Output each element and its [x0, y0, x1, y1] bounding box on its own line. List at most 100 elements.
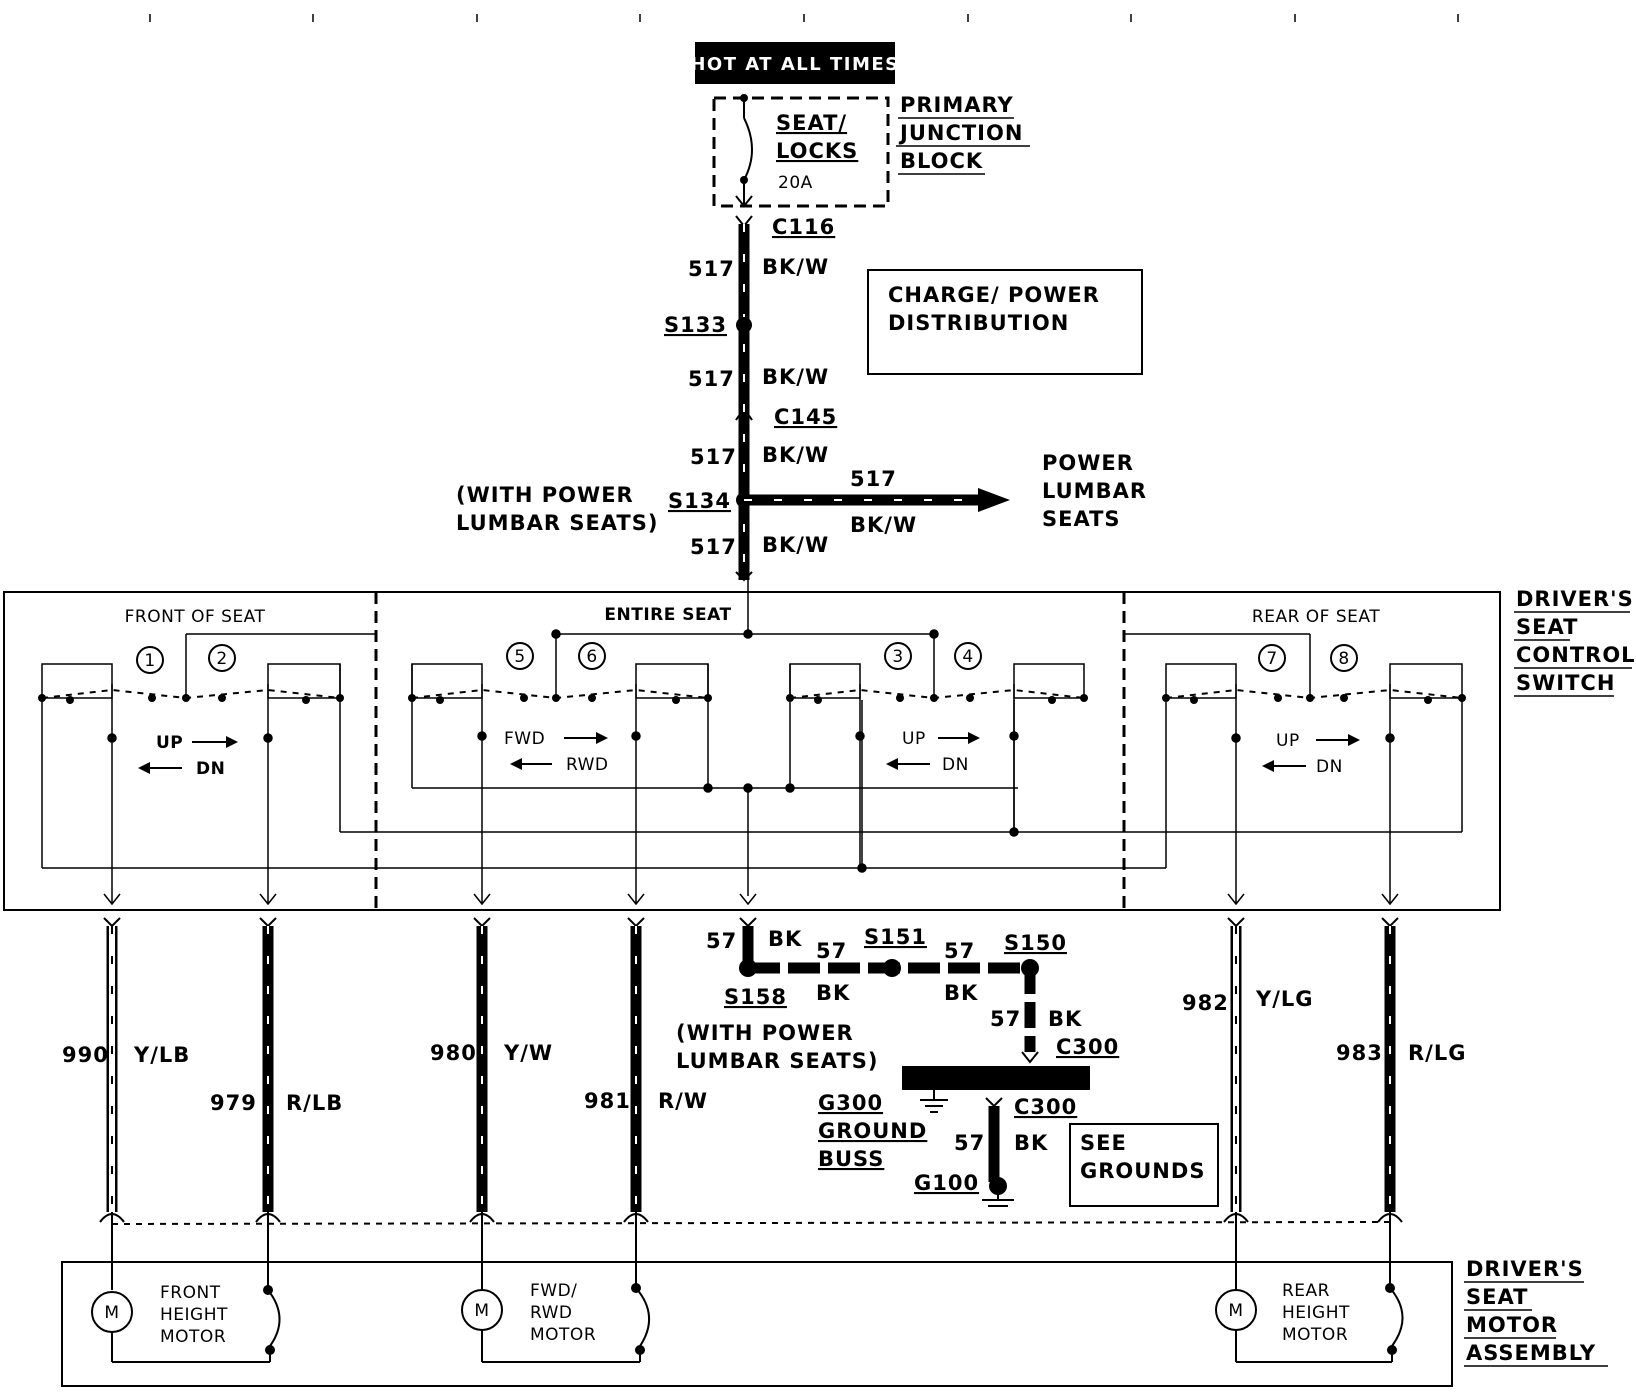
terminal-8: 8 [1338, 649, 1349, 669]
front-dn-label: DN [196, 759, 225, 779]
fwd-motor-line2: RWD [530, 1303, 573, 1323]
harness-wire-979 [259, 917, 277, 1212]
ground-color-bk-c: BK [944, 981, 978, 1005]
wire-982-color: Y/LG [1255, 987, 1314, 1011]
option-note-bottom-line2: LUMBAR SEATS) [676, 1049, 878, 1073]
ground-circuit-57-c: 57 [944, 939, 975, 963]
switch-contacts [38, 688, 1466, 704]
switch-label-line2: SEAT [1516, 615, 1578, 639]
front-motor-line1: FRONT [160, 1283, 221, 1303]
circuit-517-c: 517 [690, 445, 737, 469]
color-bkw-lumbar: BK/W [850, 513, 917, 537]
see-grounds-line1: SEE [1080, 1131, 1127, 1155]
wire-981-color: R/W [658, 1089, 708, 1113]
connector-c300-lower: C300 [1014, 1095, 1077, 1119]
circuit-517-lumbar: 517 [850, 467, 897, 491]
splice-s133-dot [736, 317, 752, 333]
color-bkw-c: BK/W [762, 443, 829, 467]
wire-983-color: R/LG [1408, 1041, 1466, 1065]
wire-980-circuit: 980 [430, 1041, 477, 1065]
connector-c300-upper: C300 [1056, 1035, 1119, 1059]
switch-label-line1: DRIVER'S [1516, 587, 1634, 611]
wire-979-color: R/LB [286, 1091, 343, 1115]
ground-g300-line3: BUSS [818, 1147, 884, 1171]
ground-circuit-57-d: 57 [990, 1007, 1021, 1031]
motor-assembly-line3: MOTOR [1466, 1313, 1558, 1337]
splice-s133: S133 [664, 313, 727, 337]
terminal-1: 1 [144, 651, 155, 671]
entire-fwd-label: FWD [504, 729, 545, 749]
lumbar-line2: LUMBAR [1042, 479, 1147, 503]
circuit-517-a: 517 [688, 257, 735, 281]
switch-section-entire: ENTIRE SEAT [604, 605, 731, 625]
switch-section-front: FRONT OF SEAT [125, 607, 266, 627]
ground-color-bk-d: BK [1048, 1007, 1082, 1031]
wire-979-circuit: 979 [210, 1091, 257, 1115]
splice-s151: S151 [864, 925, 927, 949]
ground-buss-symbol [920, 1090, 948, 1113]
switch-internal-bus [41, 580, 1463, 896]
rear-up-label: UP [1276, 731, 1300, 751]
terminal-6: 6 [586, 647, 597, 667]
option-note-top-line2: LUMBAR SEATS) [456, 511, 658, 535]
wire-983-circuit: 983 [1336, 1041, 1383, 1065]
reference-box-line1: CHARGE/ POWER [888, 283, 1100, 307]
ground-color-bk-b: BK [816, 981, 850, 1005]
splice-s150-dot [1021, 959, 1039, 977]
ground-wire-g100 [982, 1097, 1014, 1207]
lumbar-line3: SEATS [1042, 507, 1121, 531]
top-ruler-ticks [149, 14, 1459, 22]
option-note-top-line1: (WITH POWER [456, 483, 634, 507]
fwd-motor-symbol: M [474, 1301, 489, 1321]
front-up-label: UP [156, 733, 183, 753]
ground-circuit-57-b: 57 [816, 939, 847, 963]
wire-982-circuit: 982 [1182, 991, 1229, 1015]
fuse-name-line1: SEAT/ [776, 111, 847, 135]
splice-s151-dot [883, 959, 901, 977]
color-bkw-a: BK/W [762, 255, 829, 279]
switch-output-leads [103, 684, 1399, 906]
ground-g300-line2: GROUND [818, 1119, 927, 1143]
reference-box-line2: DISTRIBUTION [888, 311, 1069, 335]
ground-g100: G100 [914, 1171, 979, 1195]
rear-height-motor [1215, 1212, 1404, 1363]
ground-color-bk-e: BK [1014, 1131, 1048, 1155]
terminal-4: 4 [962, 647, 973, 667]
fuse-name-line2: LOCKS [776, 139, 858, 163]
rear-motor-line2: HEIGHT [1282, 1303, 1350, 1323]
motor-assembly-box [61, 1261, 1453, 1387]
entire-rwd-label: RWD [566, 755, 609, 775]
see-grounds-box [1069, 1123, 1219, 1207]
charge-power-distribution-box [867, 269, 1143, 375]
wire-981-circuit: 981 [584, 1089, 631, 1113]
circuit-517-d: 517 [690, 535, 737, 559]
connector-c145: C145 [774, 405, 837, 429]
harness-wire-990 [103, 917, 121, 1212]
color-bkw-b: BK/W [762, 365, 829, 389]
ground-circuit-57-e: 57 [954, 1131, 985, 1155]
terminal-5: 5 [514, 647, 525, 667]
connector-c116: C116 [772, 215, 835, 239]
terminal-2: 2 [216, 649, 227, 669]
front-motor-line3: MOTOR [160, 1327, 226, 1347]
motor-assembly-line1: DRIVER'S [1466, 1257, 1584, 1281]
junction-block-line2: JUNCTION [898, 121, 1023, 145]
power-source-label: HOT AT ALL TIMES [690, 54, 899, 75]
fuse-rating: 20A [778, 173, 813, 193]
front-height-motor [91, 1212, 281, 1363]
rear-motor-line3: MOTOR [1282, 1325, 1348, 1345]
front-motor-line2: HEIGHT [160, 1305, 228, 1325]
wire-990-color: Y/LB [133, 1043, 190, 1067]
color-bkw-d: BK/W [762, 533, 829, 557]
feed-wire-517 [735, 215, 753, 582]
switch-label-line3: CONTROL [1516, 643, 1636, 667]
see-grounds-line2: GROUNDS [1080, 1159, 1205, 1183]
ground-circuit-57-a: 57 [706, 929, 737, 953]
power-source-banner [695, 42, 895, 84]
terminal-3: 3 [892, 647, 903, 667]
splice-s150: S150 [1004, 931, 1067, 955]
rear-motor-line1: REAR [1282, 1281, 1330, 1301]
harness-wire-980 [473, 917, 491, 1212]
harness-wire-982 [1227, 917, 1245, 1212]
